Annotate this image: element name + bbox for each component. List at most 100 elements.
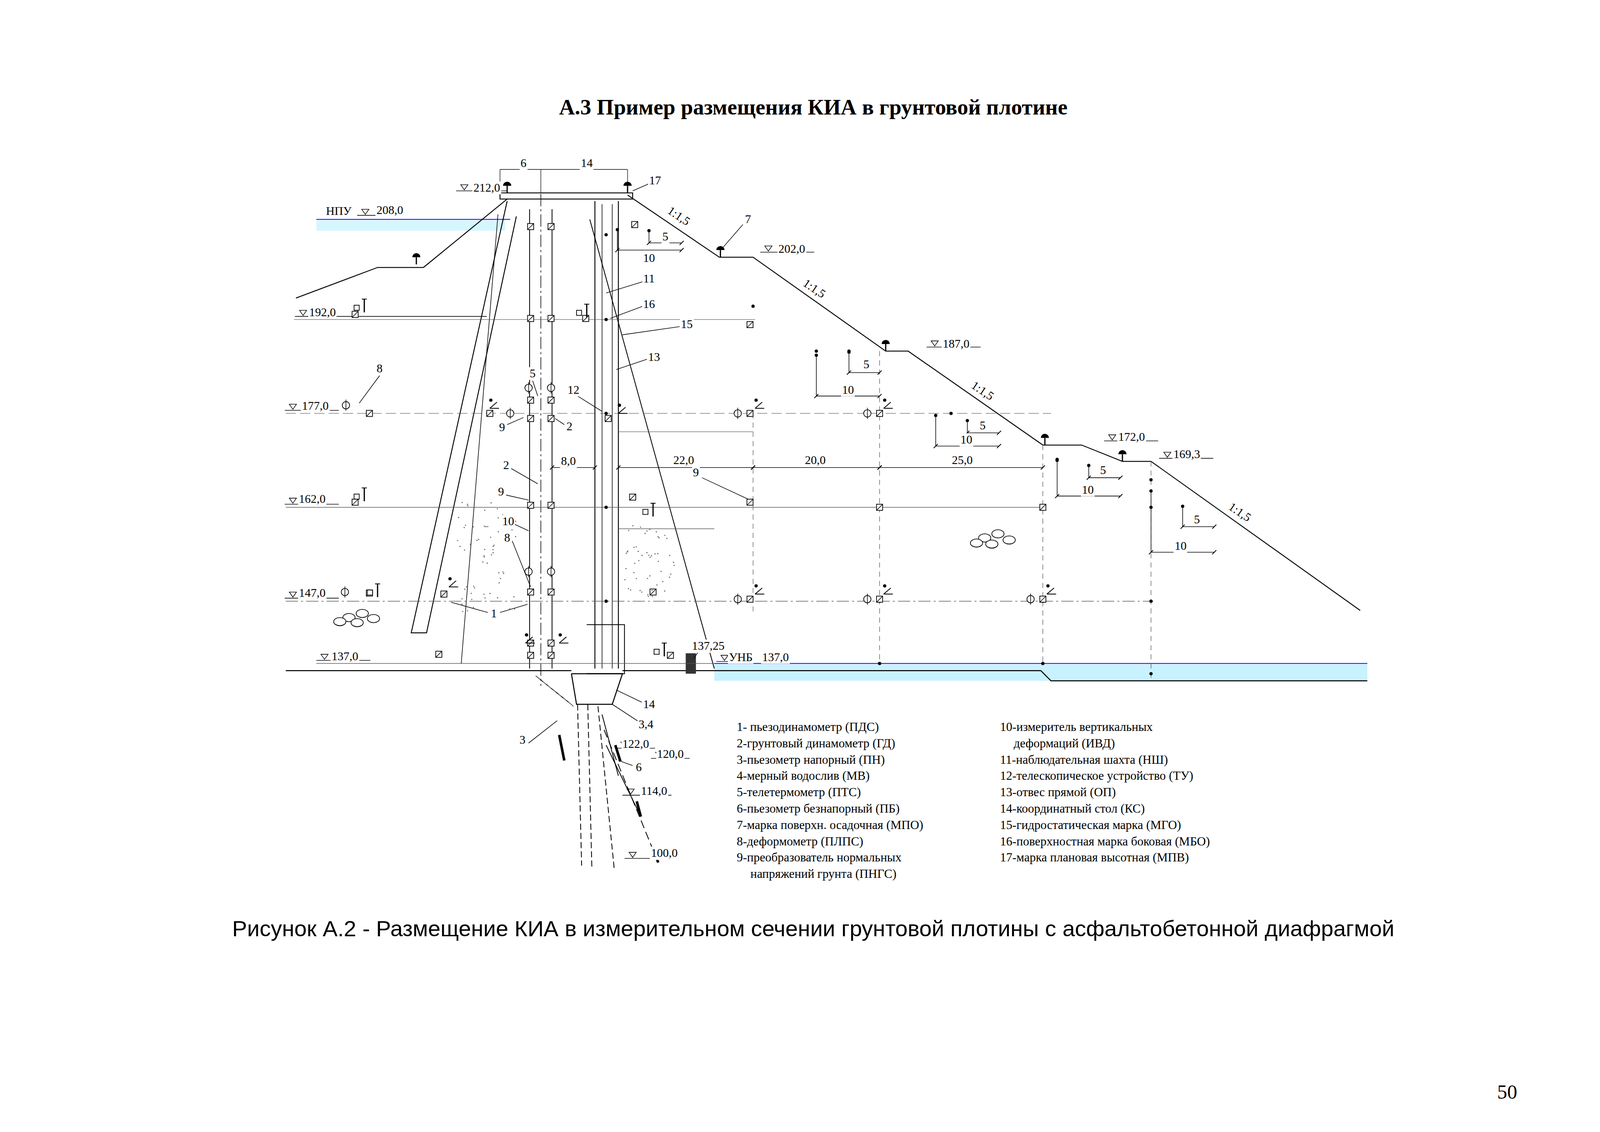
- point-mark: [1149, 671, 1153, 676]
- instrument-square-mark: [547, 415, 554, 422]
- point-mark: [847, 349, 851, 353]
- elevation-triangle: [627, 788, 635, 794]
- instrument-tee-box: [353, 493, 359, 499]
- dimension-extension: [815, 355, 817, 396]
- instrument-tee: [661, 642, 667, 644]
- instrument-square-mark: [747, 321, 754, 328]
- diaphragm-edge: [529, 209, 530, 669]
- dimension-line: [618, 467, 754, 468]
- drawing-label: УНБ: [727, 650, 754, 664]
- crest: [499, 192, 633, 199]
- sand-dot: [502, 571, 504, 573]
- sand-dot: [472, 585, 475, 588]
- instrument-square: [547, 223, 554, 230]
- instrument-square-mark: [527, 315, 534, 322]
- drawing-label: 212,0: [472, 181, 502, 195]
- sand-dot: [489, 592, 491, 594]
- sand-dot: [514, 608, 516, 610]
- sand-dot: [649, 575, 651, 577]
- survey-mark-stem: [1044, 437, 1046, 446]
- drawing-label: 5: [661, 230, 670, 244]
- instrument-square: [876, 595, 883, 602]
- drawing-label: 25,0: [950, 453, 974, 468]
- gauge-mark: [448, 586, 458, 588]
- instrument-square: [582, 315, 589, 322]
- instrument-square-mark: [747, 410, 754, 416]
- sand-dot: [651, 589, 653, 592]
- drawing-label: 10: [1080, 483, 1095, 497]
- instrument-tee: [652, 503, 655, 517]
- leader-line: [577, 395, 603, 412]
- instrument-square: [1039, 503, 1046, 510]
- survey-mark: [503, 181, 512, 186]
- elevation-triangle: [930, 340, 939, 346]
- diaphragm-axis: [540, 193, 541, 686]
- gauge-mark: [559, 642, 569, 644]
- instrument-circle-mark: [1030, 593, 1031, 605]
- survey-mark-stem: [885, 343, 887, 352]
- sand-dot: [662, 580, 664, 582]
- diaphragm-edge: [551, 209, 553, 669]
- instrument-square-mark: [876, 503, 883, 510]
- instrument-square-mark: [547, 396, 554, 403]
- upstream-facing: [411, 201, 517, 633]
- instrument-square: [527, 315, 534, 322]
- point-mark: [1149, 599, 1153, 603]
- sand-dot: [485, 525, 487, 528]
- dimension-line: [848, 372, 880, 373]
- shaft-base: [586, 624, 625, 674]
- drawing-label: 10: [841, 383, 855, 397]
- instrument-square-mark: [547, 639, 554, 646]
- instrument-tee: [650, 502, 656, 504]
- drawing-label: 1:1,5: [664, 203, 693, 229]
- point-mark: [1087, 463, 1091, 468]
- instrument-square: [667, 652, 674, 659]
- survey-mark: [1118, 450, 1127, 455]
- point-mark: [615, 228, 619, 232]
- instrument-square-mark: [366, 589, 373, 596]
- dimension-line: [753, 467, 880, 468]
- elevation-triangle: [299, 310, 307, 316]
- instrument-square-mark: [527, 652, 534, 659]
- sand-dot: [654, 553, 656, 555]
- sand-dot: [626, 551, 629, 553]
- sand-dot: [471, 598, 473, 600]
- leader-line: [612, 704, 639, 722]
- drawing-label: 137,0: [761, 650, 790, 664]
- sand-dot: [461, 603, 463, 605]
- drawing-label: 14: [579, 156, 594, 171]
- drawing-label: 5: [1099, 463, 1107, 478]
- instrument-square: [1039, 595, 1046, 602]
- point-mark: [754, 584, 758, 588]
- point-mark: [814, 353, 818, 357]
- sand-dot: [482, 561, 484, 563]
- instrument-square: [547, 652, 554, 659]
- sand-dot: [457, 516, 460, 519]
- sand-dot: [656, 584, 658, 586]
- drawing-label: 6: [519, 156, 528, 171]
- sand-dot: [649, 556, 651, 558]
- sand-dot: [497, 597, 499, 599]
- leader-line: [618, 760, 633, 766]
- drawing-label: 11: [642, 271, 656, 286]
- leader-line: [359, 375, 380, 403]
- sand-dot: [472, 606, 475, 608]
- sand-dot: [483, 555, 485, 557]
- dimension-extension: [1056, 460, 1058, 496]
- sand-dot: [648, 554, 650, 556]
- gauge-mark: [525, 642, 535, 644]
- dimension-tick: [550, 465, 555, 470]
- sand-dot: [646, 551, 648, 554]
- rock: [351, 618, 364, 627]
- gauge-mark: [755, 407, 765, 409]
- dimension-extension: [966, 420, 968, 433]
- instrument-square-mark: [527, 502, 534, 509]
- sand-dot: [483, 509, 486, 511]
- instrument-square: [605, 415, 612, 422]
- sand-dot: [483, 593, 485, 595]
- sand-dot: [487, 525, 489, 528]
- point-mark: [558, 633, 562, 637]
- gauge-mark: [883, 401, 891, 408]
- instrument-square-mark: [547, 588, 554, 595]
- instrument-square: [527, 652, 534, 659]
